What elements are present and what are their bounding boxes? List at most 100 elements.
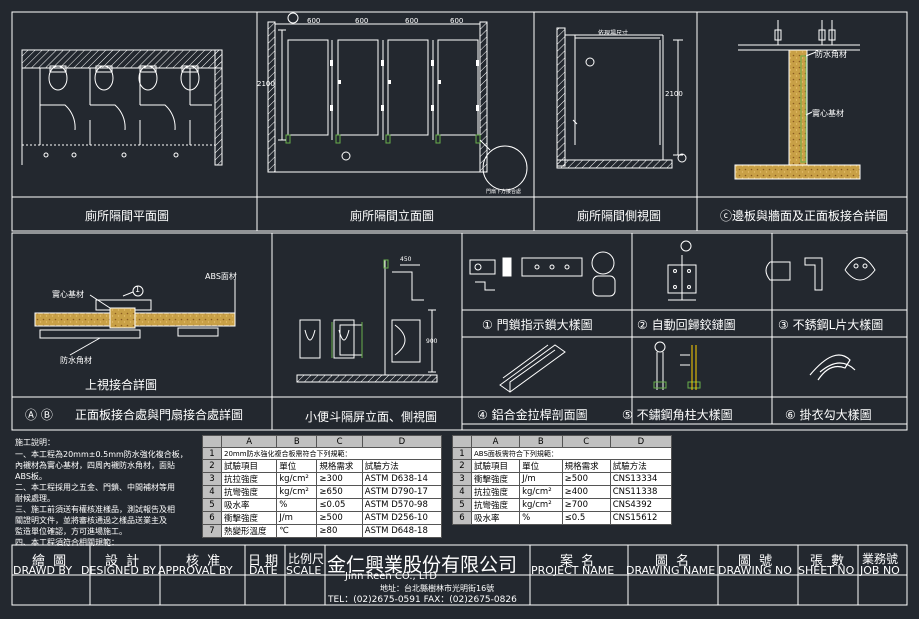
wall-joint-drawing: [734, 20, 861, 180]
toilet-elevation-drawing: [267, 12, 528, 191]
tb-drawing-name-en: DRAWING NAME: [626, 564, 716, 577]
col-header: B: [276, 435, 318, 448]
tb-project-zh: 案 名: [560, 554, 597, 569]
elevation-detail-label: 門扇下方接合處: [486, 189, 522, 195]
col-header: A: [220, 435, 278, 448]
notes-line: 四、本工程須符合相關規範：: [15, 538, 119, 547]
col-header: B: [519, 435, 563, 448]
tb-job-zh: 業務號: [862, 552, 899, 566]
door-lock-drawing: [469, 251, 616, 297]
company-name: 金仁興業股份有限公司: [327, 554, 518, 576]
notes-line: 三、施工前須送有權核准樣品，測試報告及相: [15, 505, 175, 514]
caption-elevation: 廁所隔間立面圖: [350, 209, 435, 223]
tb-job-en: JOB NO: [860, 564, 900, 577]
tb-drawn-en: DRAWD BY: [13, 564, 73, 577]
l-piece-drawing: [765, 257, 876, 291]
caption-door-lock: ① 門鎖指示鎖大樣圖: [482, 318, 593, 332]
elevation-dim-width: 600: [307, 17, 321, 25]
tb-sheet-zh: 張 數: [810, 554, 847, 569]
company-phone: TEL：(02)2675-0591 FAX：(02)2675-0826: [328, 595, 517, 605]
caption-side: 廁所隔間側視圖: [577, 209, 662, 223]
caption-aluminum: ④ 鋁合金拉桿剖面圖: [477, 408, 588, 422]
col-header: A: [470, 435, 521, 448]
caption-hinge: ② 自動回歸鉸鏈圖: [637, 318, 736, 332]
corner-post-drawing: [653, 341, 701, 390]
topview-label-abs: ABS面材: [205, 272, 237, 281]
caption-hook: ⑥ 掛衣勾大樣圖: [785, 408, 872, 422]
elevation-dim-width-3: 600: [405, 17, 419, 25]
col-header: C: [561, 435, 611, 448]
tb-approval-en: APPROVAL BY: [158, 564, 233, 577]
elevation-dim-width-2: 600: [355, 17, 369, 25]
topview-label-waterproof: 防水角材: [60, 356, 92, 365]
notes-line: ABS板。: [15, 472, 47, 481]
table-row: 1 ABS面板需符合下列規範：: [452, 447, 672, 460]
side-dim-height: 2100: [665, 90, 683, 98]
tb-drawing-no-en: DRAWING NO: [718, 564, 792, 577]
tb-approval-zh: 核 准: [186, 554, 223, 569]
tb-date-en: DATE: [249, 564, 278, 577]
caption-l-piece: ③ 不銹鋼L片大樣圖: [778, 318, 884, 332]
notes-line: 一、本工程為20mm±0.5mm防水強化複合板，: [15, 450, 188, 459]
hook-drawing: [809, 354, 856, 381]
notes-line: 二、本工程採用之五金、門鎖、中間補材等用: [15, 483, 175, 492]
col-header: C: [316, 435, 363, 448]
tb-designed-zh: 設 計: [105, 554, 142, 569]
notes-line: 關證明文件，並將審核通過之樣品送業主及: [15, 516, 167, 525]
tb-drawing-name-zh: 圖 名: [655, 554, 692, 569]
elevation-dim-height: 2100: [257, 80, 275, 88]
tb-designed-en: DESIGNED BY: [81, 564, 156, 577]
spec-header-row: A B C D: [452, 435, 673, 448]
caption-corner-post: ⑤ 不鏽鋼角柱大樣圖: [622, 408, 733, 422]
urinal-drawing: [296, 259, 438, 383]
tb-scale-en: SCALE: [286, 564, 322, 577]
top-joint-drawing: [34, 280, 236, 356]
col-header: D: [609, 435, 673, 448]
caption-ab-marks: Ⓐ Ⓑ: [25, 408, 53, 422]
notes-line: 內襯材為實心基材，四周內襯防水角材，面貼: [15, 461, 175, 470]
urinal-dim-height: 900: [426, 338, 438, 345]
tb-scale-zh: 比例尺: [288, 552, 325, 566]
notes-line: 耐候處理。: [15, 494, 55, 503]
toilet-plan-drawing: [21, 49, 223, 166]
table-row: 1 20mm防水強化複合板需符合下列規範：: [202, 447, 442, 460]
caption-urinal: 小便斗隔屏立面、側視圖: [305, 410, 438, 424]
company-address: 地址：台北縣樹林市光明街16號: [380, 584, 495, 593]
wall-label-waterproof: 防水角材: [815, 50, 847, 59]
col-header: D: [361, 435, 443, 448]
hinge-drawing: [667, 240, 697, 301]
elevation-dim-width-4: 600: [450, 17, 464, 25]
caption-plan: 廁所隔間平面圖: [85, 209, 170, 223]
topview-label-core: 實心基材: [52, 290, 84, 299]
caption-ab-joint: 正面板接合處與門扇接合處詳圖: [75, 408, 244, 422]
wall-label-core: 實心基材: [812, 109, 844, 118]
tb-date-zh: 日 期: [248, 554, 279, 569]
urinal-dim-width: 450: [400, 256, 412, 263]
topview-marker: 1: [135, 285, 141, 294]
notes-line: 監造單位確認，方可進場施工。: [15, 527, 127, 536]
caption-wall-joint: ⓒ邊板與牆面及正面板接合詳圖: [720, 209, 889, 223]
side-dim-top: 依現場尺寸: [598, 30, 629, 37]
tb-drawn-zh: 繪 圖: [32, 554, 69, 569]
tb-drawing-no-zh: 圖 號: [738, 554, 775, 569]
spec-title: ABS面板需符合下列規範：: [471, 447, 672, 460]
toilet-side-drawing: [556, 27, 687, 169]
company-name-en: Jinn Reen CO., LTD: [345, 571, 437, 582]
notes-title: 施工說明：: [15, 438, 55, 447]
spec-title: 20mm防水強化複合板需符合下列規範：: [221, 447, 442, 460]
tb-project-en: PROJECT NAME: [531, 564, 615, 577]
caption-top-view: 上視接合詳圖: [85, 378, 158, 392]
top-row-frame: [11, 11, 908, 232]
